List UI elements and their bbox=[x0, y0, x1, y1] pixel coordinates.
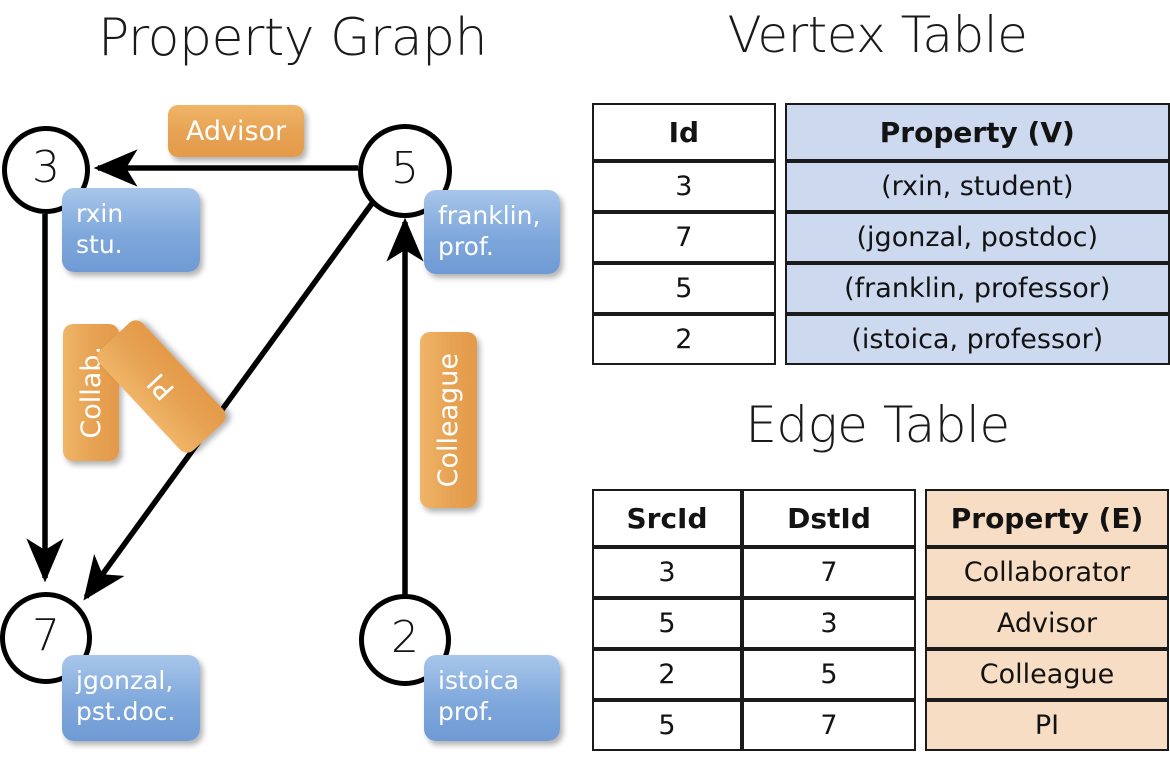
vertex-table-column-gap bbox=[776, 161, 785, 212]
edge-row-0-dstid: 7 bbox=[742, 547, 916, 598]
table-row[interactable]: 3 (rxin, student) bbox=[592, 161, 1170, 212]
vertex-property-3-line2: stu. bbox=[76, 230, 123, 260]
vertex-row-1-id: 7 bbox=[592, 212, 776, 263]
edge-table-column-gap bbox=[916, 489, 925, 547]
vertex-property-2-line1: istoica bbox=[438, 666, 520, 695]
edge-label-pi-text: PI bbox=[141, 367, 182, 406]
edge-label-colleague-text: Colleague bbox=[433, 352, 464, 488]
table-row[interactable]: 5 3 Advisor bbox=[592, 598, 1169, 649]
edge-label-box-colleague: Colleague bbox=[420, 332, 477, 508]
edge-table-column-gap bbox=[916, 547, 925, 598]
edge-row-0-srcid: 3 bbox=[592, 547, 742, 598]
edge-table-column-gap bbox=[916, 700, 925, 751]
vertex-property-5-line1: franklin, bbox=[438, 201, 541, 230]
vertex-property-box-2: istoica prof. bbox=[424, 655, 560, 741]
vertex-property-3-line1: rxin bbox=[76, 199, 124, 228]
graph-node-3-label: 3 bbox=[32, 142, 60, 193]
edge-table-header-row: SrcId DstId Property (E) bbox=[592, 489, 1169, 547]
graph-node-2[interactable]: 2 bbox=[359, 594, 451, 686]
edge-row-3-property: PI bbox=[925, 700, 1169, 751]
vertex-table-column-gap bbox=[776, 263, 785, 314]
edge-table-header-srcid: SrcId bbox=[592, 489, 742, 547]
edge-label-box-advisor: Advisor bbox=[168, 105, 304, 157]
table-row[interactable]: 2 5 Colleague bbox=[592, 649, 1169, 700]
edge-label-advisor-text: Advisor bbox=[185, 115, 287, 147]
edge-row-0-property: Collaborator bbox=[925, 547, 1169, 598]
graph-node-2-label: 2 bbox=[391, 612, 419, 663]
edge-row-1-dstid: 3 bbox=[742, 598, 916, 649]
vertex-row-3-id: 2 bbox=[592, 314, 776, 365]
vertex-property-7-line1: jgonzal, bbox=[76, 666, 174, 695]
vertex-row-0-id: 3 bbox=[592, 161, 776, 212]
vertex-row-1-property: (jgonzal, postdoc) bbox=[784, 212, 1170, 263]
vertex-row-2-property: (franklin, professor) bbox=[784, 263, 1170, 314]
graph-node-7-label: 7 bbox=[32, 610, 60, 661]
edge-row-1-srcid: 5 bbox=[592, 598, 742, 649]
page-title-edge-table: Edge Table bbox=[745, 396, 1010, 454]
edge-row-3-dstid: 7 bbox=[742, 700, 916, 751]
graph-edges-svg bbox=[26, 149, 424, 601]
edge-table-header-dstid: DstId bbox=[742, 489, 916, 547]
table-row[interactable]: 3 7 Collaborator bbox=[592, 547, 1169, 598]
edge-table: SrcId DstId Property (E) 3 7 Collaborato… bbox=[592, 489, 1169, 751]
vertex-table-header-id: Id bbox=[592, 103, 776, 161]
vertex-property-2-line2: prof. bbox=[438, 697, 494, 727]
vertex-property-box-5: franklin, prof. bbox=[424, 190, 560, 274]
edge-row-3-srcid: 5 bbox=[592, 700, 742, 751]
vertex-table-column-gap bbox=[776, 103, 785, 161]
table-row[interactable]: 7 (jgonzal, postdoc) bbox=[592, 212, 1170, 263]
vertex-table: Id Property (V) 3 (rxin, student) 7 (jgo… bbox=[592, 103, 1170, 365]
edge-table-header-property: Property (E) bbox=[925, 489, 1169, 547]
edge-table-column-gap bbox=[916, 649, 925, 700]
vertex-table-column-gap bbox=[776, 212, 785, 263]
graph-node-5[interactable]: 5 bbox=[358, 124, 452, 218]
vertex-table-header-property: Property (V) bbox=[784, 103, 1170, 161]
page-title-vertex-table: Vertex Table bbox=[727, 6, 1028, 64]
edge-5-to-7 bbox=[83, 200, 376, 601]
vertex-property-5-line2: prof. bbox=[438, 232, 494, 262]
vertex-table-header-row: Id Property (V) bbox=[592, 103, 1170, 161]
edge-table-column-gap bbox=[916, 598, 925, 649]
table-row[interactable]: 2 (istoica, professor) bbox=[592, 314, 1170, 365]
vertex-property-7-line2: pst.doc. bbox=[76, 697, 176, 727]
property-graph-diagram: 3 5 7 2 rxin stu. franklin, prof. jgonza… bbox=[0, 105, 560, 741]
edge-row-2-dstid: 5 bbox=[742, 649, 916, 700]
graph-node-5-label: 5 bbox=[391, 143, 419, 194]
vertex-property-box-7: jgonzal, pst.doc. bbox=[62, 655, 200, 741]
edge-row-2-property: Colleague bbox=[925, 649, 1169, 700]
vertex-row-2-id: 5 bbox=[592, 263, 776, 314]
edge-row-2-srcid: 2 bbox=[592, 649, 742, 700]
edge-row-1-property: Advisor bbox=[925, 598, 1169, 649]
table-row[interactable]: 5 7 PI bbox=[592, 700, 1169, 751]
vertex-row-0-property: (rxin, student) bbox=[784, 161, 1170, 212]
vertex-row-3-property: (istoica, professor) bbox=[784, 314, 1170, 365]
vertex-table-column-gap bbox=[776, 314, 785, 365]
page-title-property-graph: Property Graph bbox=[97, 8, 488, 68]
table-row[interactable]: 5 (franklin, professor) bbox=[592, 263, 1170, 314]
vertex-property-box-3: rxin stu. bbox=[62, 188, 200, 272]
